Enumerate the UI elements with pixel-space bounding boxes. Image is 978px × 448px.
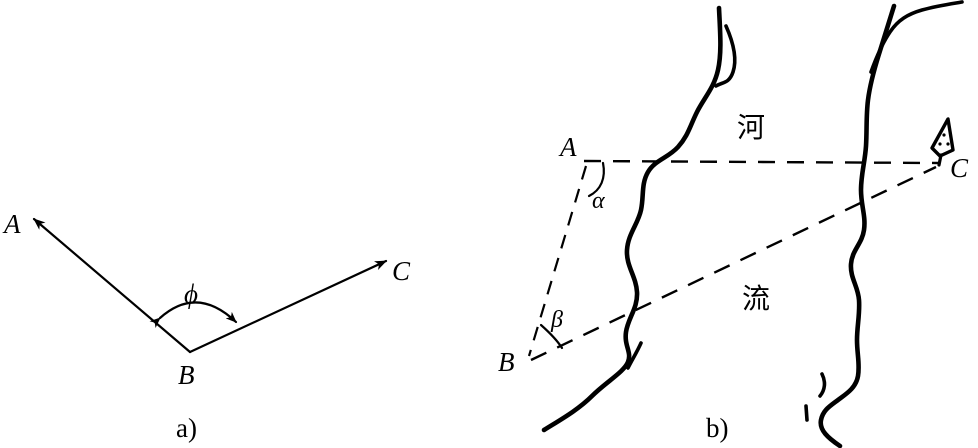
- flag-marker-dot-a: [942, 133, 946, 137]
- panel-b-label-C: C: [950, 153, 969, 183]
- panel-b-caption: b): [706, 413, 729, 443]
- angle-arc-alpha: [587, 161, 605, 198]
- ray-b-to-c: [188, 259, 388, 354]
- panel-a-label-C: C: [392, 256, 411, 286]
- angle-arc-beta: [539, 323, 564, 350]
- ray-b-to-a: [32, 217, 192, 354]
- flag-marker-dot-b: [938, 142, 942, 146]
- river-label-bottom: 流: [742, 282, 770, 315]
- river-bank-left: [541, 5, 723, 433]
- panel-b-group: A B C α β 河 流 b): [498, 0, 969, 448]
- flag-marker-dot-c: [946, 142, 950, 146]
- panel-b-angle-label-beta: β: [550, 307, 563, 333]
- panel-b-label-B: B: [498, 347, 515, 377]
- baseline-a-to-b: [527, 165, 588, 357]
- flag-marker-icon: [930, 117, 955, 158]
- river-bank-right: [818, 3, 897, 448]
- panel-b-label-A: A: [558, 132, 577, 162]
- river-bank-right-mark-b: [804, 404, 809, 422]
- panel-b-angle-label-alpha: α: [592, 188, 605, 214]
- panel-a-caption: a): [176, 413, 197, 443]
- angle-arc-phi: [149, 301, 238, 329]
- panel-a-group: A C B ϕ a): [2, 209, 411, 443]
- panel-a-label-B: B: [178, 360, 195, 390]
- river-label-top: 河: [737, 111, 765, 144]
- panel-a-angle-label-phi: ϕ: [184, 279, 198, 309]
- panel-a-label-A: A: [2, 209, 21, 239]
- river-bank-right-branch-top: [869, 0, 964, 74]
- river-bank-left-branch-bottom: [626, 341, 643, 370]
- river-bank-right-mark-a: [818, 372, 827, 398]
- flag-marker-pole-icon: [937, 153, 943, 167]
- sight-line-a-to-c: [583, 159, 939, 165]
- sight-line-b-to-c: [530, 165, 937, 362]
- river-bank-left-branch-top: [714, 24, 737, 88]
